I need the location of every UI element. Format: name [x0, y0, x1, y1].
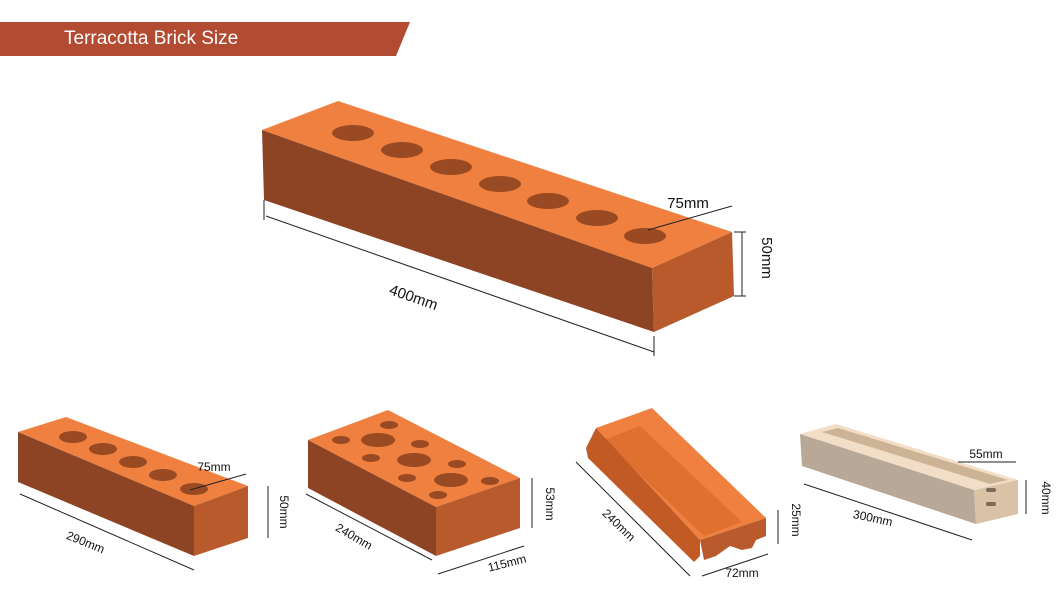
multi-hole-brick: 240mm 115mm 53mm: [305, 410, 557, 575]
small-brick-side: [194, 486, 248, 556]
beige-brick-front: [800, 434, 976, 524]
large-brick-height-label: 50mm: [758, 237, 775, 279]
hole: [429, 491, 447, 499]
dimension-line: [701, 553, 769, 577]
grooved-brick-width-label: 72mm: [725, 566, 758, 580]
title-banner: Terracotta Brick Size: [0, 22, 412, 56]
banner-shape: [0, 22, 410, 56]
hole: [332, 436, 350, 444]
hole: [362, 454, 380, 462]
hole: [119, 456, 147, 468]
hole: [434, 473, 468, 487]
large-brick-length-label: 400mm: [387, 282, 440, 314]
hole: [380, 421, 398, 429]
dimension-line: [265, 215, 655, 353]
hole: [149, 469, 177, 481]
hole: [89, 443, 117, 455]
beige-brick-side: [974, 480, 1018, 524]
grooved-brick-side: [700, 518, 766, 560]
hole: [332, 125, 374, 141]
dimension-line: [647, 205, 733, 231]
grooved-brick-groove: [604, 426, 742, 536]
beige-brick-width-label: 55mm: [969, 447, 1002, 461]
hole: [361, 433, 395, 447]
multi-hole-brick-side: [436, 478, 520, 556]
small-brick-length-label: 290mm: [64, 528, 106, 556]
hole: [624, 228, 666, 244]
hole: [576, 210, 618, 226]
dimension-line: [803, 483, 973, 541]
grooved-brick-height-label: 25mm: [789, 503, 803, 536]
multi-hole-brick-front: [308, 440, 436, 556]
beige-brick-slot: [822, 428, 1008, 484]
slot-hole: [986, 502, 996, 506]
hole: [527, 193, 569, 209]
dimension-line: [575, 461, 691, 577]
hole: [397, 453, 431, 467]
small-perforated-brick: 290mm 75mm 50mm: [18, 417, 291, 571]
dimension-line: [305, 493, 433, 561]
large-perforated-brick: 400mm 75mm 50mm: [262, 101, 775, 356]
small-brick-front: [18, 432, 194, 556]
multi-hole-brick-length-label: 240mm: [333, 520, 375, 552]
beige-brick-length-label: 300mm: [852, 507, 894, 529]
slotted-beige-brick: 300mm 55mm 40mm: [800, 424, 1053, 541]
slot-hole: [986, 488, 996, 492]
grooved-profile-brick: 240mm 72mm 25mm: [575, 408, 803, 580]
large-brick-front: [262, 130, 654, 332]
hole: [381, 142, 423, 158]
small-brick-width-label: 75mm: [197, 460, 230, 474]
page-title: Terracotta Brick Size: [64, 28, 239, 49]
small-brick-height-label: 50mm: [277, 495, 291, 528]
hole: [448, 460, 466, 468]
hole: [481, 477, 499, 485]
beige-brick-height-label: 40mm: [1039, 481, 1053, 514]
hole: [411, 440, 429, 448]
grooved-brick-length-label: 240mm: [600, 506, 639, 544]
large-brick-width-label: 75mm: [667, 195, 709, 212]
large-brick-side: [652, 232, 734, 332]
dimension-line: [189, 473, 247, 491]
hole: [479, 176, 521, 192]
multi-hole-brick-height-label: 53mm: [543, 487, 557, 520]
hole: [398, 474, 416, 482]
dimension-line: [437, 545, 525, 575]
multi-hole-brick-width-label: 115mm: [486, 552, 527, 575]
dimension-line: [19, 493, 195, 571]
grooved-brick-front: [586, 428, 700, 562]
hole: [430, 159, 472, 175]
hole: [59, 431, 87, 443]
